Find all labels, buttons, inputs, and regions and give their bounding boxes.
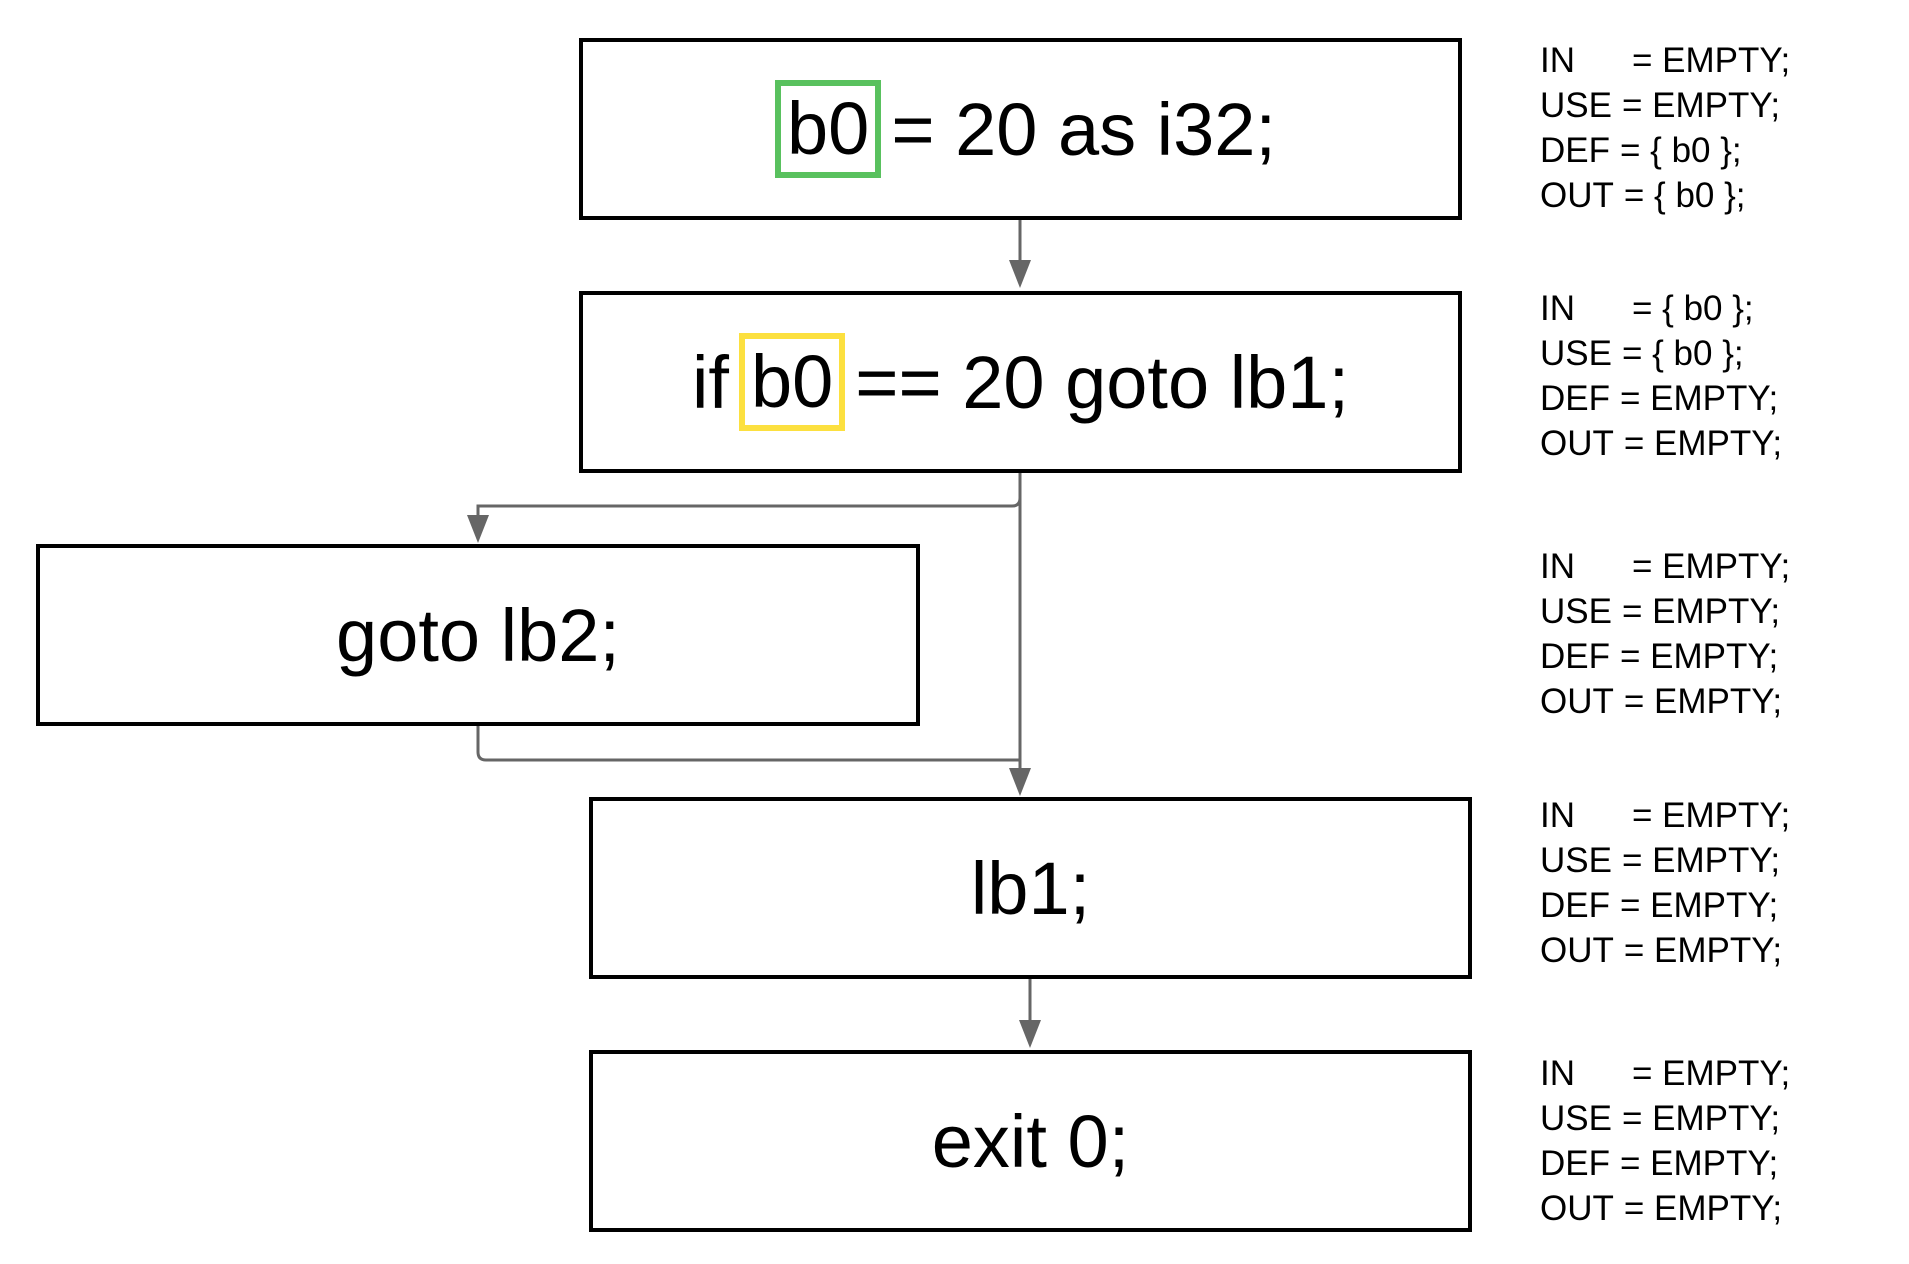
out-label: OUT <box>1540 176 1614 215</box>
use-value: = EMPTY; <box>1621 86 1781 125</box>
use-label: USE <box>1540 1099 1612 1138</box>
use-label: USE <box>1540 86 1612 125</box>
use-label: USE <box>1540 841 1612 880</box>
block-exit-code: exit 0; <box>931 1099 1130 1183</box>
sets-block-5: IN= EMPTY; USE= EMPTY; DEF= EMPTY; OUT= … <box>1540 1051 1790 1231</box>
highlight-use-b0: b0 <box>738 333 846 431</box>
def-value: = EMPTY; <box>1620 637 1779 676</box>
out-value: = { b0 }; <box>1623 176 1746 215</box>
def-value: = EMPTY; <box>1620 886 1779 925</box>
block-label-lb1-code: lb1; <box>970 846 1091 930</box>
out-label: OUT <box>1540 424 1614 463</box>
use-label: USE <box>1540 334 1612 373</box>
def-label: DEF <box>1540 1144 1610 1183</box>
block-label-lb1: lb1; <box>589 797 1472 979</box>
edge-b1-b2-arrowhead <box>1009 260 1031 288</box>
in-label: IN <box>1540 796 1575 835</box>
in-label: IN <box>1540 547 1575 586</box>
in-label: IN <box>1540 41 1575 80</box>
def-label: DEF <box>1540 131 1610 170</box>
edge-b2-b4-arrowhead <box>1009 768 1031 796</box>
edge-b2-b3-arrowhead <box>467 515 489 543</box>
in-value: = EMPTY; <box>1632 547 1791 586</box>
out-label: OUT <box>1540 931 1614 970</box>
def-value: = { b0 }; <box>1620 131 1742 170</box>
block-assign-b0-rest: = 20 as i32; <box>891 87 1276 171</box>
out-value: = EMPTY; <box>1623 682 1783 721</box>
block-goto-lb2: goto lb2; <box>36 544 920 726</box>
block-exit: exit 0; <box>589 1050 1472 1232</box>
out-value: = EMPTY; <box>1623 1189 1783 1228</box>
in-label: IN <box>1540 289 1575 328</box>
block-assign-b0-code: b0= 20 as i32; <box>765 80 1276 178</box>
sets-block-2: IN= { b0 }; USE= { b0 }; DEF= EMPTY; OUT… <box>1540 286 1782 466</box>
use-value: = EMPTY; <box>1621 841 1781 880</box>
sets-block-4: IN= EMPTY; USE= EMPTY; DEF= EMPTY; OUT= … <box>1540 793 1790 973</box>
use-value: = { b0 }; <box>1621 334 1744 373</box>
out-label: OUT <box>1540 1189 1614 1228</box>
out-value: = EMPTY; <box>1623 424 1783 463</box>
def-label: DEF <box>1540 886 1610 925</box>
sets-block-1: IN= EMPTY; USE= EMPTY; DEF= { b0 }; OUT=… <box>1540 38 1790 218</box>
edge-b3-b4 <box>476 725 1020 762</box>
in-value: = { b0 }; <box>1632 289 1754 328</box>
def-label: DEF <box>1540 379 1610 418</box>
def-value: = EMPTY; <box>1620 379 1779 418</box>
block-if-keyword: if <box>691 340 729 424</box>
block-goto-lb2-code: goto lb2; <box>336 593 620 677</box>
block-if-b0-rest: == 20 goto lb1; <box>855 340 1350 424</box>
highlight-def-b0: b0 <box>775 80 882 178</box>
out-value: = EMPTY; <box>1623 931 1783 970</box>
def-value: = EMPTY; <box>1620 1144 1779 1183</box>
out-label: OUT <box>1540 682 1614 721</box>
block-assign-b0: b0= 20 as i32; <box>579 38 1462 220</box>
def-label: DEF <box>1540 637 1610 676</box>
edge-b2-b3 <box>476 471 1022 525</box>
in-value: = EMPTY; <box>1632 1054 1791 1093</box>
in-value: = EMPTY; <box>1632 41 1791 80</box>
use-label: USE <box>1540 592 1612 631</box>
use-value: = EMPTY; <box>1621 592 1781 631</box>
edge-b4-b5-arrowhead <box>1019 1020 1041 1048</box>
in-label: IN <box>1540 1054 1575 1093</box>
sets-block-3: IN= EMPTY; USE= EMPTY; DEF= EMPTY; OUT= … <box>1540 544 1790 724</box>
in-value: = EMPTY; <box>1632 796 1791 835</box>
use-value: = EMPTY; <box>1621 1099 1781 1138</box>
